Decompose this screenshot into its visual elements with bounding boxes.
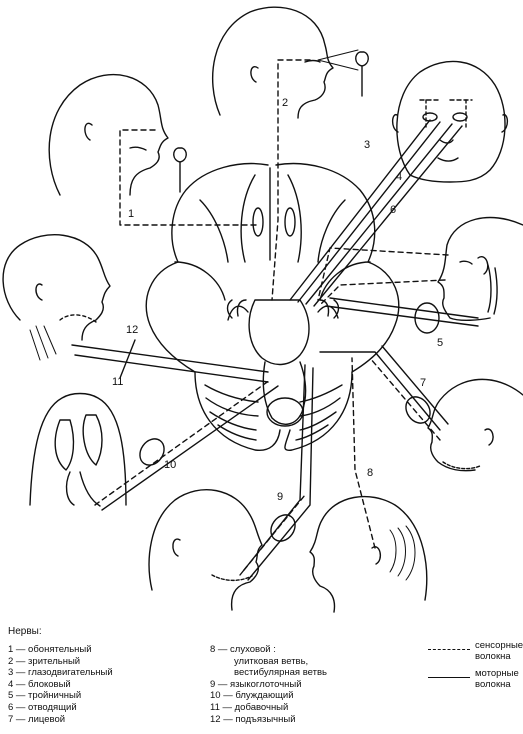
cranial-nerves-diagram: 1 2 3 4 5 6 7 8 9 10 11 12 [2, 6, 523, 613]
head-vestibulocochlear [309, 495, 428, 613]
flower-icon [355, 51, 369, 97]
head-optic [211, 6, 334, 119]
nerve-number-10: 10 [164, 459, 176, 471]
nerve-number-5: 5 [437, 337, 443, 349]
legend-item: 12 — подъязычный [210, 713, 296, 725]
legend-item: 6 — отводящий [8, 701, 77, 713]
head-facial [427, 378, 523, 472]
legend-item: 5 — тройничный [8, 690, 82, 702]
legend-column-1: 1 — обонятельный 2 — зрительный 3 — глаз… [8, 644, 113, 725]
dashed-line-icon [428, 649, 470, 650]
nerve-number-9: 9 [277, 491, 283, 503]
nerve-number-12: 12 [126, 324, 138, 336]
torso-vagus [29, 392, 127, 507]
legend-title: Нервы: [8, 626, 42, 637]
brain-illustration [145, 162, 400, 451]
nerve-number-7: 7 [420, 377, 426, 389]
legend-item: 11 — добавочный [210, 701, 289, 713]
legend-item: 10 — блуждающий [210, 690, 294, 702]
head-trigeminal [437, 216, 523, 321]
legend-item: 9 — языкоглоточный [210, 678, 302, 690]
legend-column-2: 8 — слуховой : улитковая ветвь, вестибул… [210, 644, 327, 725]
flower-icon [173, 147, 187, 193]
solid-line-icon [428, 677, 470, 678]
legend-item: 3 — глазодвигательный [8, 667, 113, 679]
nerve-number-1: 1 [128, 208, 134, 220]
nerve-number-8: 8 [367, 467, 373, 479]
nerve-number-6: 6 [390, 204, 396, 216]
head-glossopharyngeal [148, 489, 263, 611]
head-hypoglossal [2, 234, 111, 361]
nerve-number-3: 3 [364, 139, 370, 151]
nerve-number-11: 11 [112, 376, 123, 388]
legend-sensory-fibers: сенсорные волокна [428, 641, 523, 663]
legend-item: улитковая ветвь, [234, 655, 309, 667]
head-frontal-eyes [391, 60, 509, 183]
nerve-number-4: 4 [396, 171, 402, 183]
nerve-number-2: 2 [282, 97, 288, 109]
legend-fiber-label: сенсорные волокна [475, 641, 523, 662]
legend-item: вестибулярная ветвь [234, 667, 327, 679]
legend-item: 4 — блоковый [8, 678, 71, 690]
legend-item: 2 — зрительный [8, 655, 81, 667]
legend-motor-fibers: моторные волокна [428, 669, 523, 691]
head-olfactory [48, 73, 169, 196]
legend-fiber-label: моторные волокна [475, 669, 519, 690]
legend-item: 7 — лицевой [8, 713, 66, 725]
legend-item: 1 — обонятельный [8, 644, 92, 655]
legend-item: 8 — слуховой : [210, 644, 276, 655]
